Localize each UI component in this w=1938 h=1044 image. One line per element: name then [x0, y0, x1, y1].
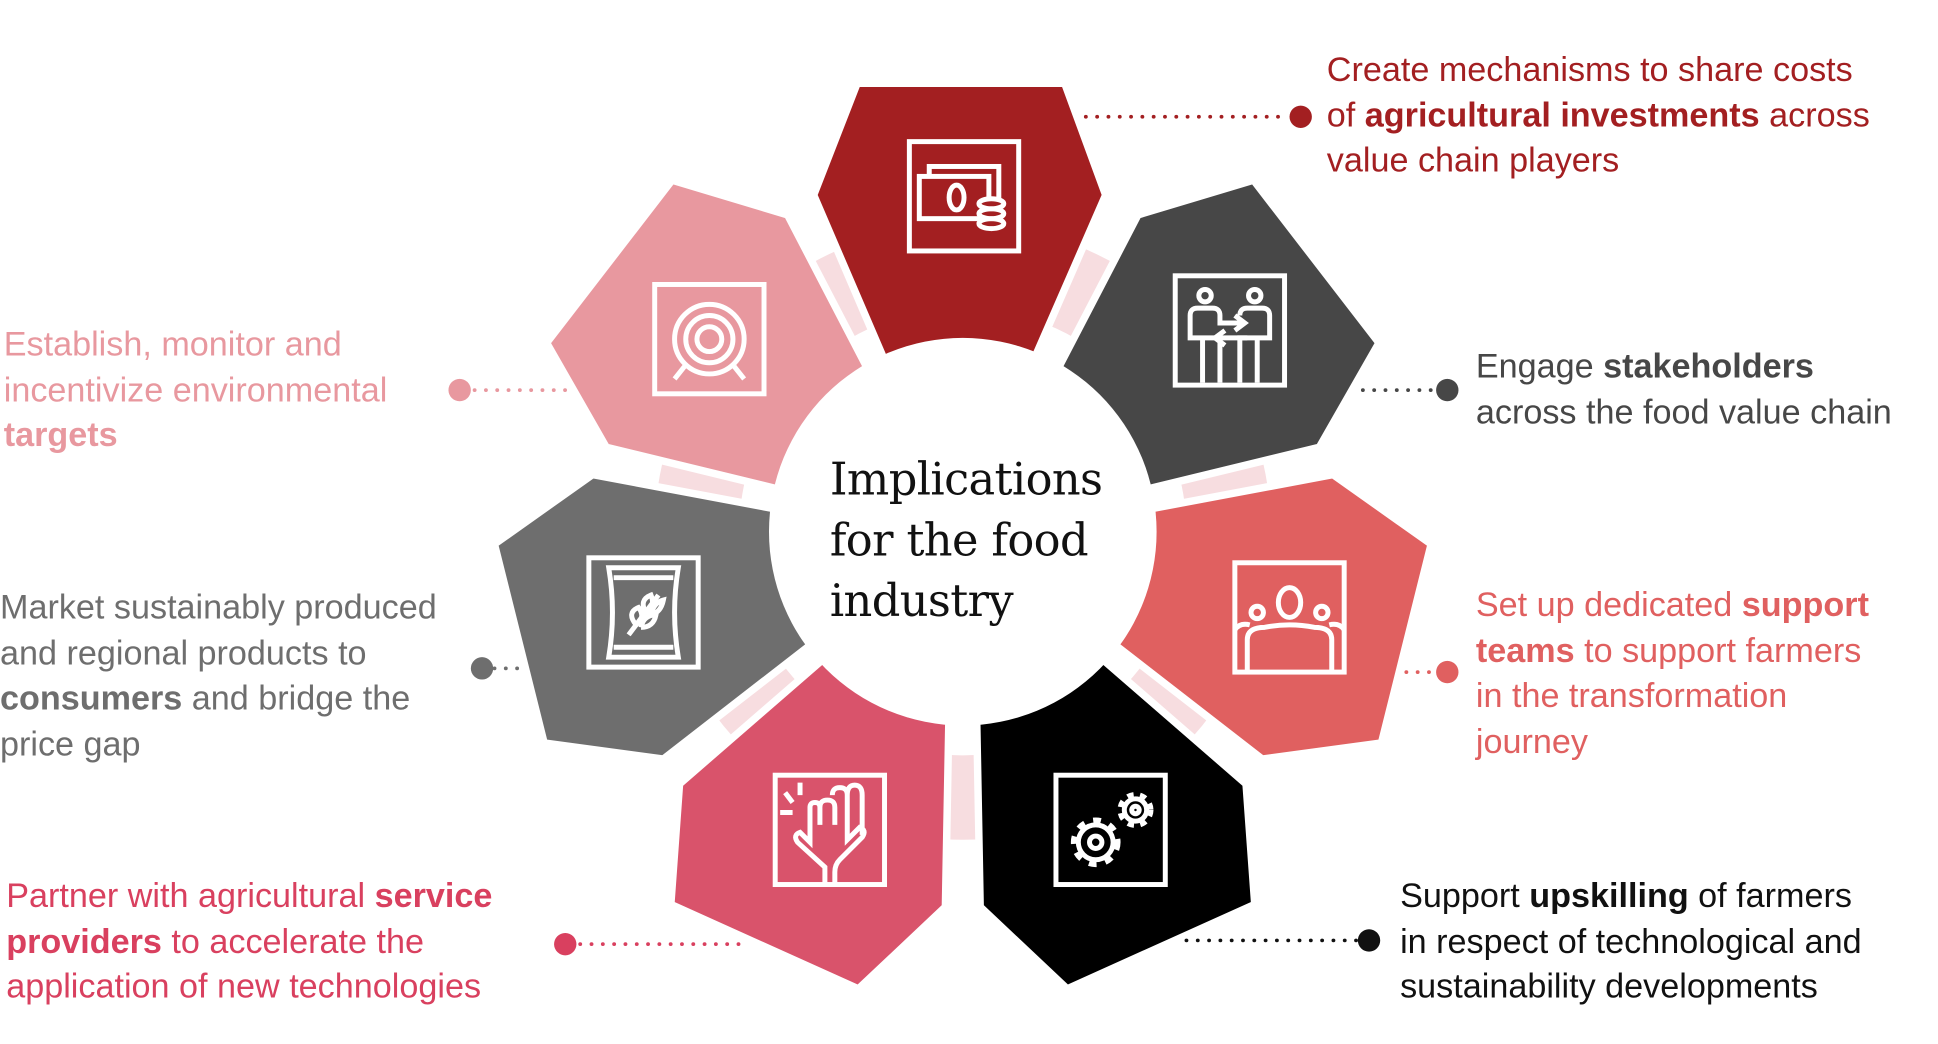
label-line: value chain players — [1327, 138, 1870, 183]
label-text: of — [1326, 95, 1365, 134]
bullet-dot — [1357, 929, 1381, 952]
label-line: of agricultural investments across — [1327, 93, 1870, 138]
label-text: value chain players — [1326, 140, 1620, 179]
center-title: Implications for the food industry — [830, 450, 1103, 633]
label-line: Establish, monitor and — [4, 322, 388, 367]
label-line: Set up dedicated support — [1476, 583, 1869, 628]
label-text: across — [1759, 95, 1870, 134]
label-line: price gap — [0, 721, 437, 766]
label-line: in respect of technological and — [1400, 919, 1862, 964]
label-line: teams to support farmers — [1476, 628, 1869, 673]
label-text: Market sustainably produced — [0, 587, 437, 627]
label-text: Partner with agricultural — [6, 875, 375, 915]
label-text: across the food value chain — [1475, 391, 1892, 431]
label-line: Create mechanisms to share costs — [1327, 47, 1870, 92]
label-text: journey — [1475, 721, 1588, 760]
label-line: Support upskilling of farmers — [1400, 873, 1862, 918]
label-emphasis: upskilling — [1529, 875, 1689, 915]
bullet-dot — [1436, 660, 1459, 684]
label-line: Market sustainably produced — [0, 585, 437, 630]
label-line: targets — [4, 412, 388, 457]
label-text: to support farmers — [1574, 630, 1862, 669]
label-text: Set up dedicated — [1475, 585, 1742, 624]
center-title-line: for the food — [829, 515, 1089, 567]
label-line: consumers and bridge the — [0, 676, 437, 721]
center-title-line: industry — [829, 576, 1014, 628]
label-market-products: Market sustainably produced and regional … — [0, 585, 437, 766]
label-emphasis: teams — [1475, 630, 1575, 669]
center-circle — [768, 337, 1157, 726]
label-line: providers to accelerate the — [6, 919, 492, 964]
label-emphasis: targets — [3, 414, 118, 454]
label-line: incentivize environmental — [4, 367, 388, 412]
money-coins-icon — [906, 139, 1022, 254]
label-text: Establish, monitor and — [3, 324, 342, 363]
label-emphasis: service — [374, 875, 493, 915]
raised-hands-icon — [772, 772, 888, 888]
label-line: Engage stakeholders — [1476, 344, 1892, 389]
label-emphasis: consumers — [0, 678, 183, 717]
people-exchange-icon — [1172, 273, 1288, 388]
label-text: incentivize environmental — [3, 369, 388, 409]
bullet-dot — [470, 657, 494, 680]
target-icon — [652, 282, 767, 397]
label-text: and bridge the — [182, 678, 411, 717]
label-line: Partner with agricultural service — [6, 873, 492, 918]
label-text: Engage — [1475, 346, 1604, 386]
label-emphasis: providers — [6, 921, 162, 960]
team-icon — [1232, 560, 1347, 675]
bullet-dot — [448, 378, 471, 402]
label-text: in respect of technological and — [1400, 921, 1862, 960]
label-text: of farmers — [1688, 875, 1852, 915]
label-text: price gap — [0, 723, 141, 763]
bullet-dot — [1436, 378, 1459, 402]
label-environmental-targets: Establish, monitor and incentivize enviro… — [4, 322, 388, 458]
grain-bag-icon — [586, 555, 701, 670]
label-emphasis: support — [1741, 585, 1869, 624]
label-text: and regional products to — [0, 632, 367, 672]
label-text: in the transformation — [1475, 675, 1788, 715]
label-line: and regional products to — [0, 630, 437, 675]
label-line: in the transformation — [1476, 673, 1869, 718]
center-title-line: Implications — [829, 454, 1103, 506]
label-text: Support — [1400, 875, 1530, 915]
label-text: sustainability developments — [1400, 966, 1818, 1006]
gears-icon — [1053, 772, 1168, 888]
label-text: application of new technologies — [6, 966, 482, 1006]
label-emphasis: agricultural investments — [1364, 95, 1760, 134]
bullet-dot — [554, 932, 577, 956]
label-text: Create mechanisms to share costs — [1326, 49, 1853, 89]
label-line: application of new technologies — [6, 964, 492, 1009]
label-line: across the food value chain — [1476, 389, 1892, 434]
label-line: sustainability developments — [1400, 964, 1862, 1009]
bullet-dot — [1289, 105, 1312, 128]
label-line: journey — [1476, 719, 1869, 764]
label-text: to accelerate the — [161, 921, 424, 960]
label-emphasis: stakeholders — [1603, 346, 1814, 386]
